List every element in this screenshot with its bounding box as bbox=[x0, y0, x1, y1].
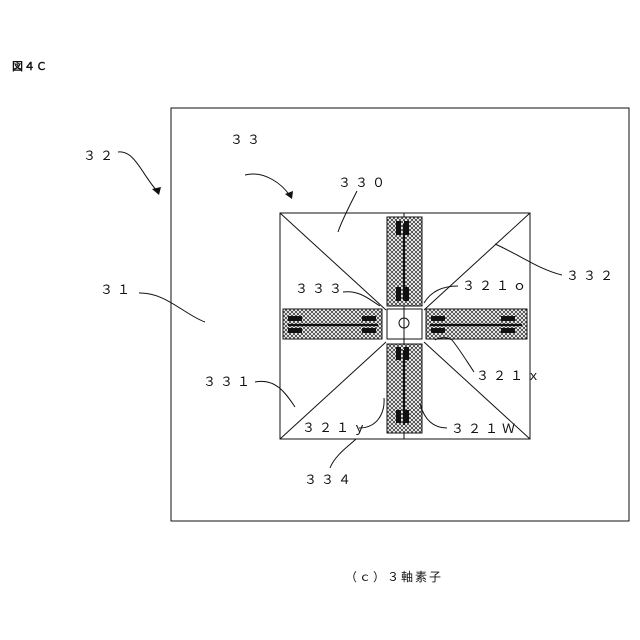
pad bbox=[431, 316, 445, 321]
label-330: ３３０ bbox=[338, 176, 389, 191]
arrow-head bbox=[285, 191, 293, 199]
pad bbox=[396, 221, 401, 235]
leader-332 bbox=[495, 244, 562, 275]
pad bbox=[404, 347, 409, 360]
substrate-32 bbox=[171, 108, 629, 521]
pad bbox=[288, 328, 302, 333]
pad bbox=[404, 287, 409, 301]
label-332: ３３２ bbox=[566, 269, 617, 284]
leader-321x bbox=[435, 338, 474, 372]
label-333: ３３３ bbox=[295, 282, 346, 297]
label-321y: ３２１ｙ bbox=[302, 421, 370, 436]
pad bbox=[396, 410, 401, 423]
pad bbox=[404, 221, 409, 235]
label-331: ３３１ bbox=[203, 375, 254, 390]
label-31: ３１ bbox=[100, 283, 134, 298]
label-32: ３２ bbox=[83, 149, 117, 164]
arrow-head bbox=[152, 187, 161, 195]
leader-331 bbox=[255, 381, 295, 407]
pad bbox=[362, 316, 376, 321]
leader-33 bbox=[245, 174, 290, 196]
label-334: ３３４ bbox=[304, 473, 355, 488]
label-321o: ３２１ｏ bbox=[462, 279, 530, 294]
figure-label: 図４Ｃ bbox=[12, 59, 48, 73]
leader-32 bbox=[118, 152, 158, 192]
pad bbox=[404, 410, 409, 423]
pad bbox=[501, 316, 515, 321]
pad bbox=[396, 347, 401, 360]
leader-321W bbox=[420, 404, 447, 428]
leader-330 bbox=[338, 191, 357, 232]
figure-caption: （ｃ）３軸素子 bbox=[345, 570, 443, 584]
label-321x: ３２１ｘ bbox=[476, 369, 544, 384]
pad bbox=[431, 328, 445, 333]
leader-334 bbox=[330, 439, 356, 468]
label-321W: ３２１Ｗ bbox=[451, 422, 519, 437]
label-33: ３３ bbox=[230, 133, 264, 148]
pad bbox=[288, 316, 302, 321]
diagonal-tr bbox=[424, 213, 530, 310]
leader-31 bbox=[139, 293, 205, 322]
pad bbox=[362, 328, 376, 333]
pad bbox=[396, 287, 401, 301]
pad bbox=[501, 328, 515, 333]
